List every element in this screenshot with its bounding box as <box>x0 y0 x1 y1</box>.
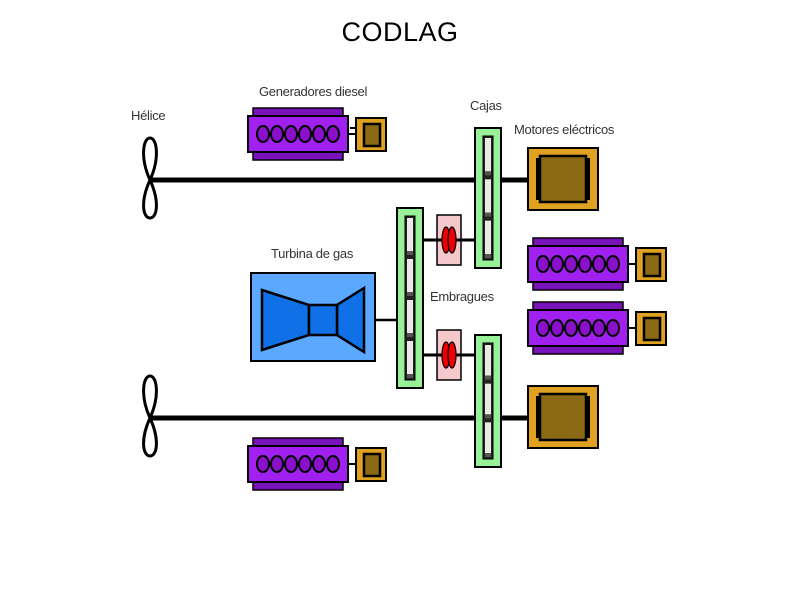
gear-tooth <box>485 453 491 457</box>
cylinder-icon <box>550 255 564 273</box>
diesel-generator-2 <box>527 237 667 291</box>
engine-top-rail <box>252 107 344 117</box>
gear-icon <box>485 220 491 254</box>
gear-icon <box>407 259 413 292</box>
electric-motor-lower <box>527 385 599 449</box>
diagram-title: CODLAG <box>341 17 459 47</box>
gear-icon <box>485 422 491 453</box>
engine-bottom-rail <box>532 345 624 355</box>
cylinder-icon <box>326 455 340 473</box>
gear-icon <box>485 345 491 376</box>
cylinder-icon <box>284 455 298 473</box>
clutch-disc-icon <box>447 341 457 369</box>
cylinder-icon <box>326 125 340 143</box>
gear-tooth <box>485 414 491 419</box>
cylinder-icon <box>312 125 326 143</box>
gas-turbine <box>250 272 376 362</box>
engine-bottom-rail <box>532 281 624 291</box>
cylinder-icon <box>256 125 270 143</box>
cylinder-icon <box>536 319 550 337</box>
cylinder-icon <box>270 125 284 143</box>
gear-icon <box>485 179 491 213</box>
gearboxes-label: Cajas <box>470 98 503 113</box>
generator-core <box>362 122 382 148</box>
engine-top-rail <box>532 301 624 311</box>
gear-tooth <box>407 292 413 296</box>
propeller-blade-icon <box>142 374 158 458</box>
gear-icon <box>407 341 413 374</box>
diesel-generators-label: Generadores diesel <box>259 84 367 99</box>
gear-tooth <box>485 254 491 258</box>
engine-bottom-rail <box>252 151 344 161</box>
upper-propeller-icon <box>142 136 158 220</box>
cylinder-icon <box>578 319 592 337</box>
parts <box>142 107 667 491</box>
cylinder-icon <box>256 455 270 473</box>
generator-core <box>642 316 662 342</box>
clutch-lower <box>435 329 463 381</box>
gear-icon <box>407 300 413 333</box>
combustor-icon <box>307 303 339 337</box>
cylinder-icon <box>284 125 298 143</box>
gear-tooth <box>407 333 413 337</box>
shafts <box>150 127 528 421</box>
gearbox-central <box>396 207 424 389</box>
gearbox-lower <box>474 334 502 468</box>
generator-core <box>642 252 662 278</box>
cylinder-icon <box>298 455 312 473</box>
gear-icon <box>407 218 413 251</box>
cylinder-icon <box>536 255 550 273</box>
cylinder-icon <box>606 319 620 337</box>
gearbox-upper <box>474 127 502 269</box>
gas-turbine-label: Turbina de gas <box>271 246 354 261</box>
clutches-label: Embragues <box>430 289 495 304</box>
gear-tooth <box>485 212 491 217</box>
electric-motors-label: Motores eléctricos <box>514 122 615 137</box>
gear-icon <box>485 383 491 415</box>
diesel-generator-1 <box>247 107 387 161</box>
generator-core <box>362 452 382 478</box>
diesel-generator-4 <box>247 437 387 491</box>
propeller-label: Hélice <box>131 108 165 123</box>
cylinder-icon <box>592 319 606 337</box>
engine-top-rail <box>252 437 344 447</box>
engine-top-rail <box>532 237 624 247</box>
motor-rotor <box>538 392 588 442</box>
cylinder-icon <box>592 255 606 273</box>
gear-tooth <box>407 374 413 378</box>
cylinder-icon <box>606 255 620 273</box>
cylinder-icon <box>312 455 326 473</box>
lower-propeller-icon <box>142 374 158 458</box>
cylinder-icon <box>564 319 578 337</box>
gear-train <box>404 215 416 381</box>
diesel-generator-3 <box>527 301 667 355</box>
motor-rotor <box>538 154 588 204</box>
gear-icon <box>485 138 491 172</box>
cylinder-icon <box>578 255 592 273</box>
cylinder-icon <box>550 319 564 337</box>
cylinder-icon <box>564 255 578 273</box>
gear-tooth <box>407 251 413 255</box>
cylinder-icon <box>298 125 312 143</box>
gear-tooth <box>485 171 491 176</box>
cylinder-icon <box>270 455 284 473</box>
propeller-blade-icon <box>142 136 158 220</box>
clutch-disc-icon <box>447 226 457 254</box>
engine-bottom-rail <box>252 481 344 491</box>
clutch-upper <box>435 214 463 266</box>
gear-tooth <box>485 375 491 380</box>
electric-motor-upper <box>527 147 599 211</box>
